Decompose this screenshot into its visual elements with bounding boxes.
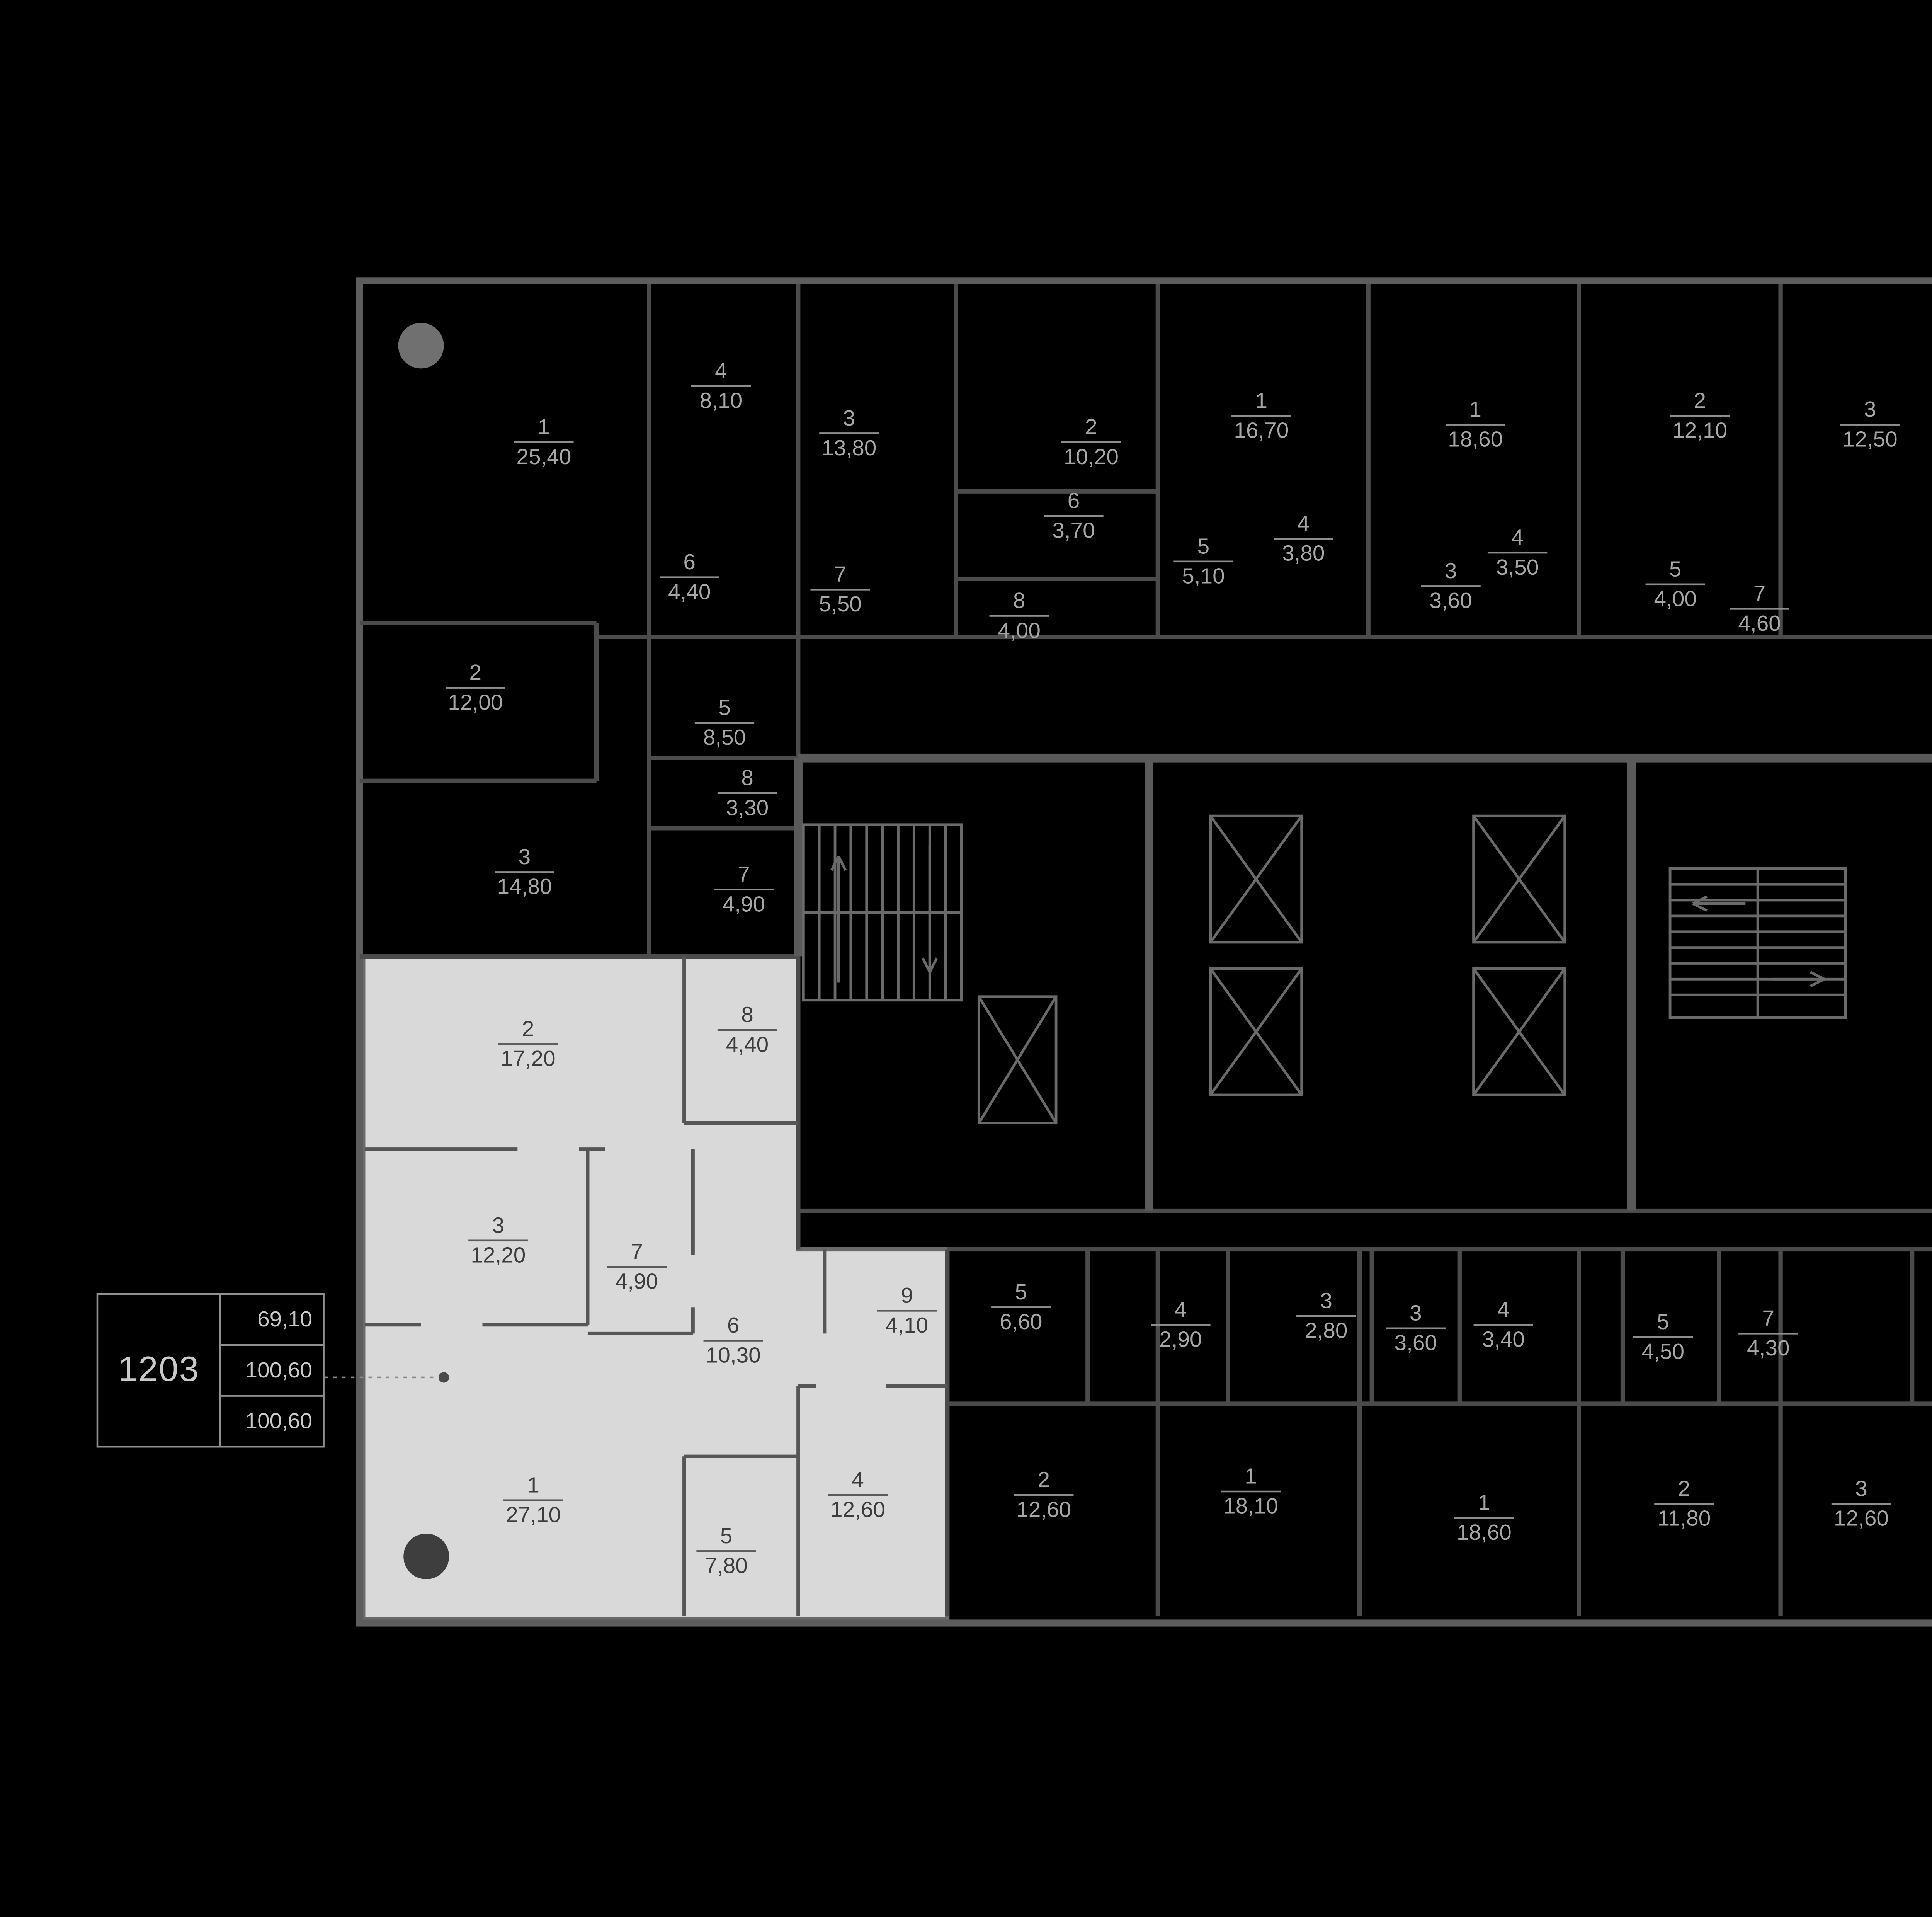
staircase-left xyxy=(802,823,963,1002)
interior-walls xyxy=(359,284,1932,1616)
highlighted-apartment-area[interactable] xyxy=(361,954,950,1622)
area-value-living: 69,10 xyxy=(221,1295,323,1346)
core-walls xyxy=(794,753,1932,1211)
column-top-left xyxy=(398,323,444,369)
stair-arrow-left-icon xyxy=(1692,895,1746,912)
stair-arrow-right-icon xyxy=(1772,971,1825,987)
apartment-number: 1203 xyxy=(118,1350,200,1389)
column-bottom-left-highlighted xyxy=(403,1533,449,1579)
apartment-interior-walls xyxy=(365,956,947,1616)
stair-arrow-up-icon xyxy=(830,855,847,983)
apartment-areas: 69,10 100,60 100,60 xyxy=(219,1295,323,1446)
stair-arrow-down-icon xyxy=(921,846,938,973)
apartment-info-box[interactable]: 1203 69,10 100,60 100,60 xyxy=(96,1293,325,1448)
leader-dot xyxy=(439,1372,449,1383)
elevator-shafts xyxy=(977,814,1566,1125)
area-value-total: 100,60 xyxy=(221,1346,323,1397)
building-outline xyxy=(356,277,1932,1627)
staircase-right xyxy=(1668,867,1847,1019)
area-value-total-reduced: 100,60 xyxy=(245,1409,313,1434)
